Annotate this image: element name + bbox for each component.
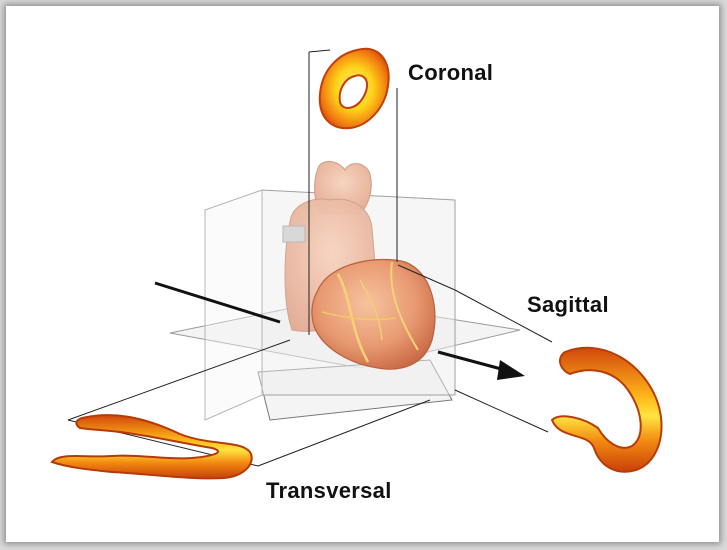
transversal-label: Transversal xyxy=(266,478,392,504)
transversal-slice xyxy=(52,415,252,478)
coronal-plane xyxy=(205,190,262,420)
sagittal-label: Sagittal xyxy=(527,292,609,318)
coronal-slice xyxy=(320,49,389,128)
sagittal-slice xyxy=(552,348,662,472)
coronal-label: Coronal xyxy=(408,60,493,86)
